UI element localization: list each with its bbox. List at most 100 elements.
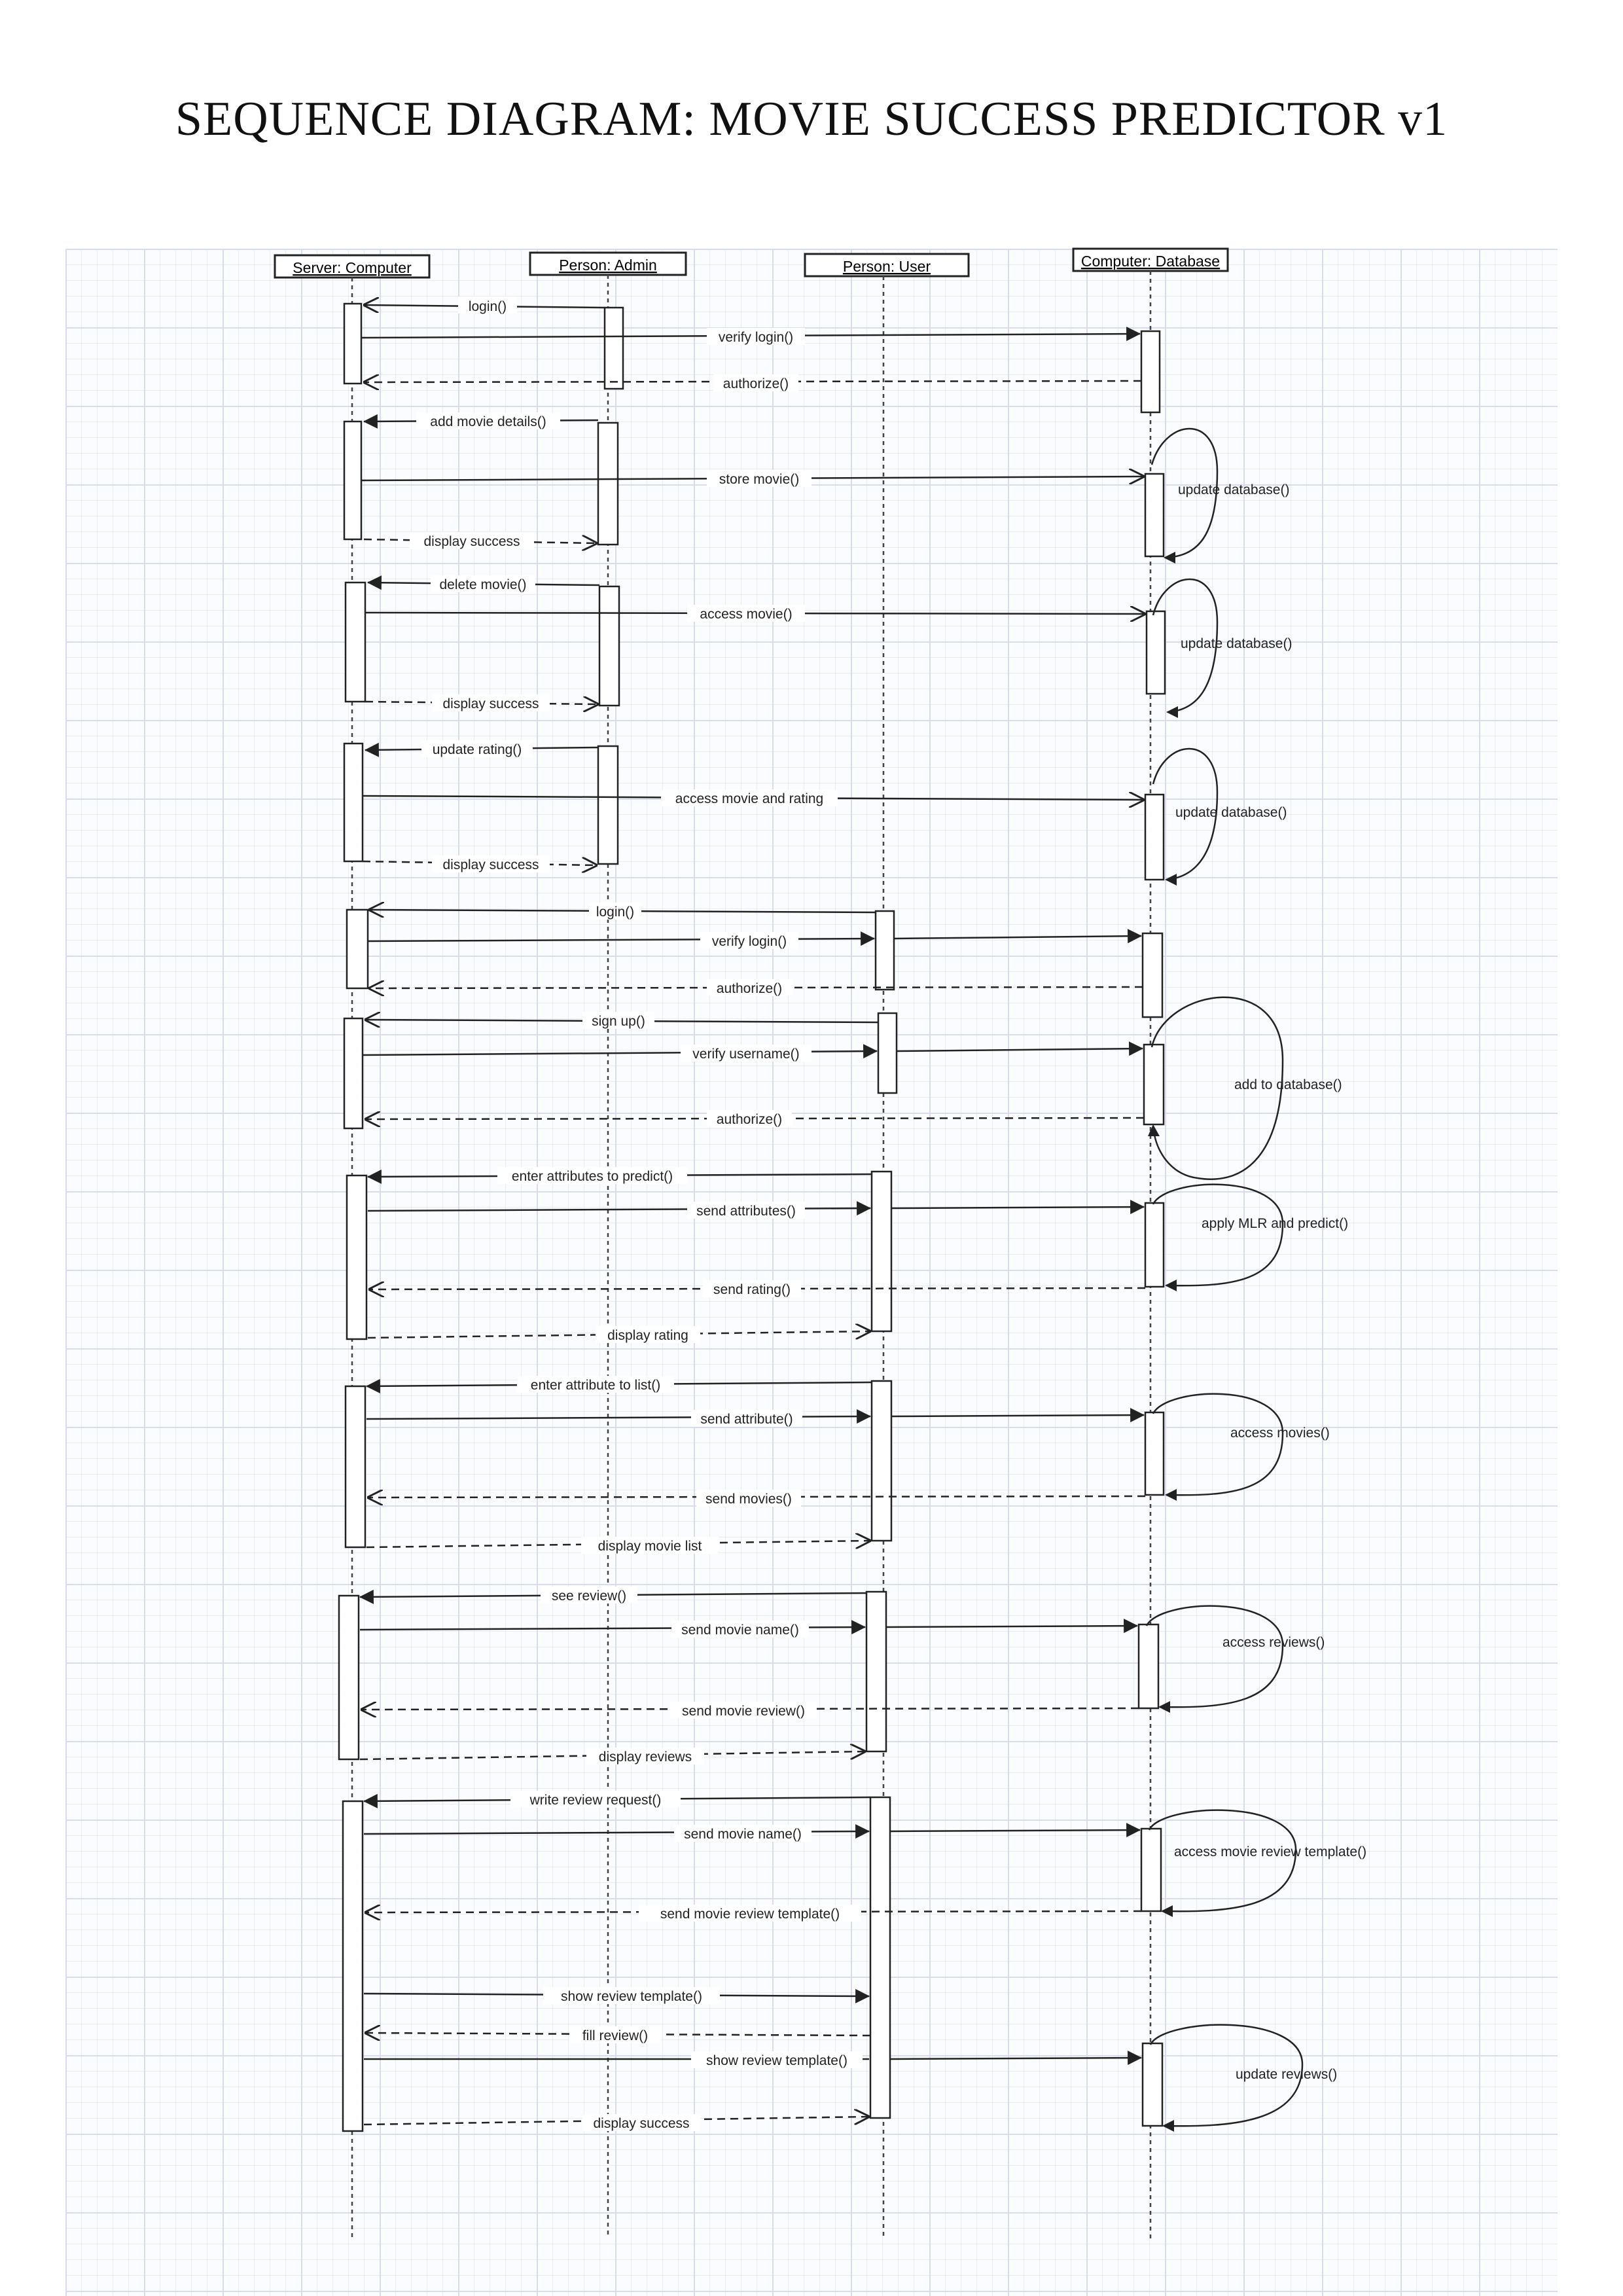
self-message-label: update database(): [1175, 805, 1287, 820]
message-label: display success: [442, 857, 539, 872]
message-arrow: [361, 1708, 1139, 1710]
message-label: see review(): [552, 1588, 626, 1604]
lifeline-head-db[interactable]: Computer: Database: [1072, 247, 1229, 272]
message-label: access movie(): [700, 607, 792, 622]
lifeline-label-db: Computer: Database: [1081, 253, 1220, 270]
activation-bar: [870, 1170, 893, 1333]
message-label: login(): [596, 905, 634, 920]
message-arrow: [364, 381, 1142, 382]
message-arrow: [885, 1619, 1139, 1634]
activation-bar: [343, 302, 363, 385]
activation-bar: [597, 745, 619, 865]
self-message-label: update reviews(): [1236, 2067, 1337, 2082]
message-label: authorize(): [723, 376, 789, 391]
activation-bar: [343, 420, 363, 541]
activation-bar: [344, 1385, 366, 1549]
activation-bar: [1143, 1043, 1165, 1126]
activation-bar: [598, 585, 620, 707]
message-label: add movie details(): [430, 414, 546, 429]
message-arrow: [889, 1823, 1141, 1838]
message-label: access movie and rating: [675, 791, 823, 806]
message-label: display success: [423, 534, 520, 549]
message-label: display success: [442, 696, 539, 711]
message-label: fill review(): [582, 2028, 648, 2043]
message-label: delete movie(): [439, 577, 526, 592]
message-label: enter attribute to list(): [531, 1378, 660, 1393]
message-arrow: [896, 1041, 1144, 1056]
self-message-loop: [1152, 578, 1219, 713]
message-label: send movie review template(): [660, 1907, 840, 1922]
activation-bar: [874, 910, 895, 991]
message-arrow: [891, 1408, 1145, 1423]
activation-bar: [344, 581, 366, 703]
self-message-label: apply MLR and predict(): [1202, 1216, 1348, 1231]
activation-bar: [1144, 1202, 1165, 1288]
message-label: sign up(): [592, 1014, 645, 1029]
self-message-label: access movie review template(): [1174, 1844, 1366, 1859]
message-label: send attributes(): [696, 1204, 796, 1219]
activation-bar: [338, 1594, 360, 1761]
message-label: verify login(): [719, 330, 793, 345]
activation-bar: [346, 1174, 368, 1340]
lifeline-label-server: Server: Computer: [293, 259, 412, 276]
message-arrow: [368, 1496, 1146, 1498]
message-label: login(): [469, 299, 507, 314]
self-message-label: update database(): [1178, 482, 1289, 497]
message-label: verify username(): [692, 1047, 799, 1062]
message-label: update rating(): [433, 742, 522, 757]
activation-bar: [597, 422, 619, 546]
lifeline-head-server[interactable]: Server: Computer: [274, 254, 431, 279]
self-message-label: access movies(): [1230, 1426, 1330, 1441]
message-label: display reviews: [599, 1749, 692, 1765]
message-arrow: [889, 2051, 1143, 2066]
activation-bar: [877, 1012, 898, 1094]
activation-bar: [865, 1590, 887, 1753]
message-arrow: [893, 929, 1143, 944]
message-label: send movie name(): [684, 1827, 802, 1842]
activation-bar: [1144, 793, 1165, 881]
lifeline-head-admin[interactable]: Person: Admin: [529, 251, 687, 276]
activation-bar: [1140, 330, 1161, 414]
self-message-loop: [1150, 427, 1219, 559]
self-message-label: add to database(): [1234, 1077, 1342, 1092]
message-label: show review template(): [561, 1989, 702, 2004]
self-message-loop: [1145, 1605, 1284, 1708]
self-message-loop: [1148, 1809, 1297, 1912]
message-label: authorize(): [717, 1112, 782, 1127]
self-message-label: access reviews(): [1222, 1635, 1325, 1650]
message-label: show review template(): [706, 2053, 847, 2068]
message-arrow: [369, 1288, 1146, 1289]
activation-bar: [1137, 1623, 1160, 1710]
self-message-loop: [1152, 747, 1219, 881]
message-label: send movie name(): [681, 1623, 799, 1638]
message-label: send attribute(): [700, 1412, 793, 1427]
grid-background: [65, 249, 1558, 2296]
self-message-label: update database(): [1181, 636, 1292, 651]
self-message-loop: [1149, 2024, 1304, 2127]
lifeline-label-admin: Person: Admin: [559, 257, 657, 274]
activation-bar: [1145, 610, 1166, 695]
message-label: send rating(): [713, 1282, 791, 1297]
message-arrow: [365, 1911, 1142, 1912]
message-arrow: [891, 1200, 1145, 1215]
self-message-loop: [1152, 1183, 1284, 1287]
activation-bar: [1141, 932, 1164, 1018]
self-message-loop: [1150, 996, 1284, 1180]
message-arrow: [365, 1118, 1145, 1119]
message-label: authorize(): [717, 981, 782, 996]
activation-bar: [1141, 2042, 1164, 2127]
activation-bar: [1140, 1827, 1162, 1912]
activation-bar: [1144, 1411, 1165, 1496]
activation-bar: [346, 908, 369, 990]
message-label: send movie review(): [682, 1704, 805, 1719]
lifeline-head-user[interactable]: Person: User: [804, 253, 970, 278]
activation-bar: [1144, 473, 1165, 558]
message-label: verify login(): [712, 934, 787, 949]
activation-bar: [343, 742, 364, 863]
message-label: display movie list: [598, 1539, 702, 1554]
message-label: store movie(): [719, 472, 800, 487]
activation-bar: [343, 1017, 364, 1130]
lifeline-label-user: Person: User: [843, 258, 931, 275]
diagram-title: SEQUENCE DIAGRAM: MOVIE SUCCESS PREDICTO…: [175, 92, 1448, 146]
